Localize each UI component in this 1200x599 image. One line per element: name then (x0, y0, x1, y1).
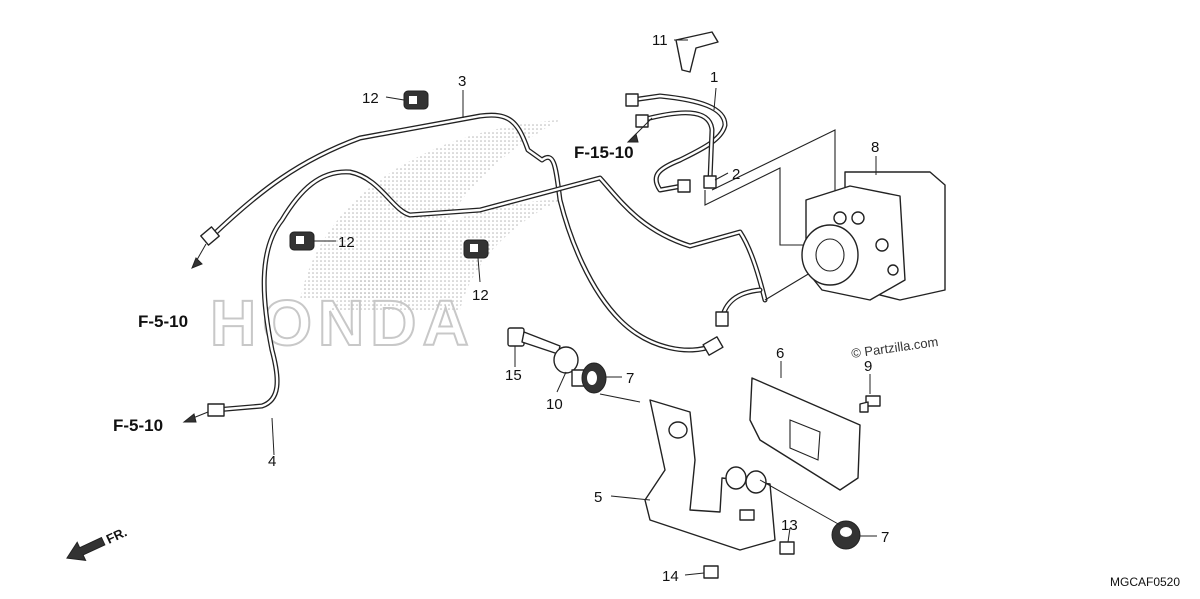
honda-watermark: HONDA (209, 120, 560, 360)
diagram-code: MGCAF0520 (1110, 575, 1180, 589)
grommet-7-upper (581, 362, 607, 394)
callout-8: 8 (871, 139, 879, 156)
reference-f5-10-lower[interactable]: F-5-10 (113, 416, 163, 435)
collar-10 (553, 346, 587, 387)
abs-bracket-5 (599, 393, 776, 551)
callout-9: 9 (864, 358, 872, 375)
bolt-13 (779, 541, 795, 555)
grommet-12-left (289, 231, 315, 251)
leader-lines (271, 39, 877, 576)
grommet-12-top (403, 90, 429, 110)
callout-11: 11 (652, 32, 668, 49)
callout-5: 5 (594, 489, 602, 506)
grommet-7-lower (831, 520, 861, 550)
watermark-text: HONDA (210, 287, 475, 359)
watermark-wing (300, 120, 560, 300)
reference-f5-10-upper[interactable]: F-5-10 (138, 312, 188, 331)
callout-6: 6 (776, 345, 784, 362)
callout-12-left: 12 (338, 234, 355, 251)
callout-12-top: 12 (362, 90, 379, 107)
watermark-wing-lower (330, 200, 560, 310)
brake-pipe-3 (207, 112, 715, 353)
grommet-12-center (463, 239, 489, 259)
reference-arrows (182, 117, 653, 423)
copyright-text: © Partzilla.com (850, 334, 939, 361)
abs-cover-6 (749, 377, 861, 491)
callout-10: 10 (546, 396, 563, 413)
callout-7-upper: 7 (626, 370, 634, 387)
callout-2: 2 (732, 166, 740, 183)
brake-pipe-2 (635, 110, 717, 189)
bolt-15 (507, 327, 561, 355)
callout-7-lower: 7 (881, 529, 889, 546)
callout-13: 13 (781, 517, 798, 534)
connection-lines (704, 129, 836, 301)
reference-f15-10[interactable]: F-15-10 (574, 143, 634, 162)
callout-12-center: 12 (472, 287, 489, 304)
brake-pipe-1 (625, 93, 728, 193)
callout-3: 3 (458, 73, 466, 90)
callout-14: 14 (662, 568, 679, 585)
bolt-14 (703, 565, 719, 579)
bolt-9 (859, 395, 881, 413)
callout-1: 1 (710, 69, 718, 86)
callout-4: 4 (268, 453, 276, 470)
clamp-11 (675, 31, 719, 73)
callout-15: 15 (505, 367, 522, 384)
front-arrow-icon: FR. (66, 524, 129, 562)
front-label: FR. (104, 524, 129, 546)
abs-modulator (801, 171, 946, 301)
pipe-fittings (200, 226, 729, 417)
